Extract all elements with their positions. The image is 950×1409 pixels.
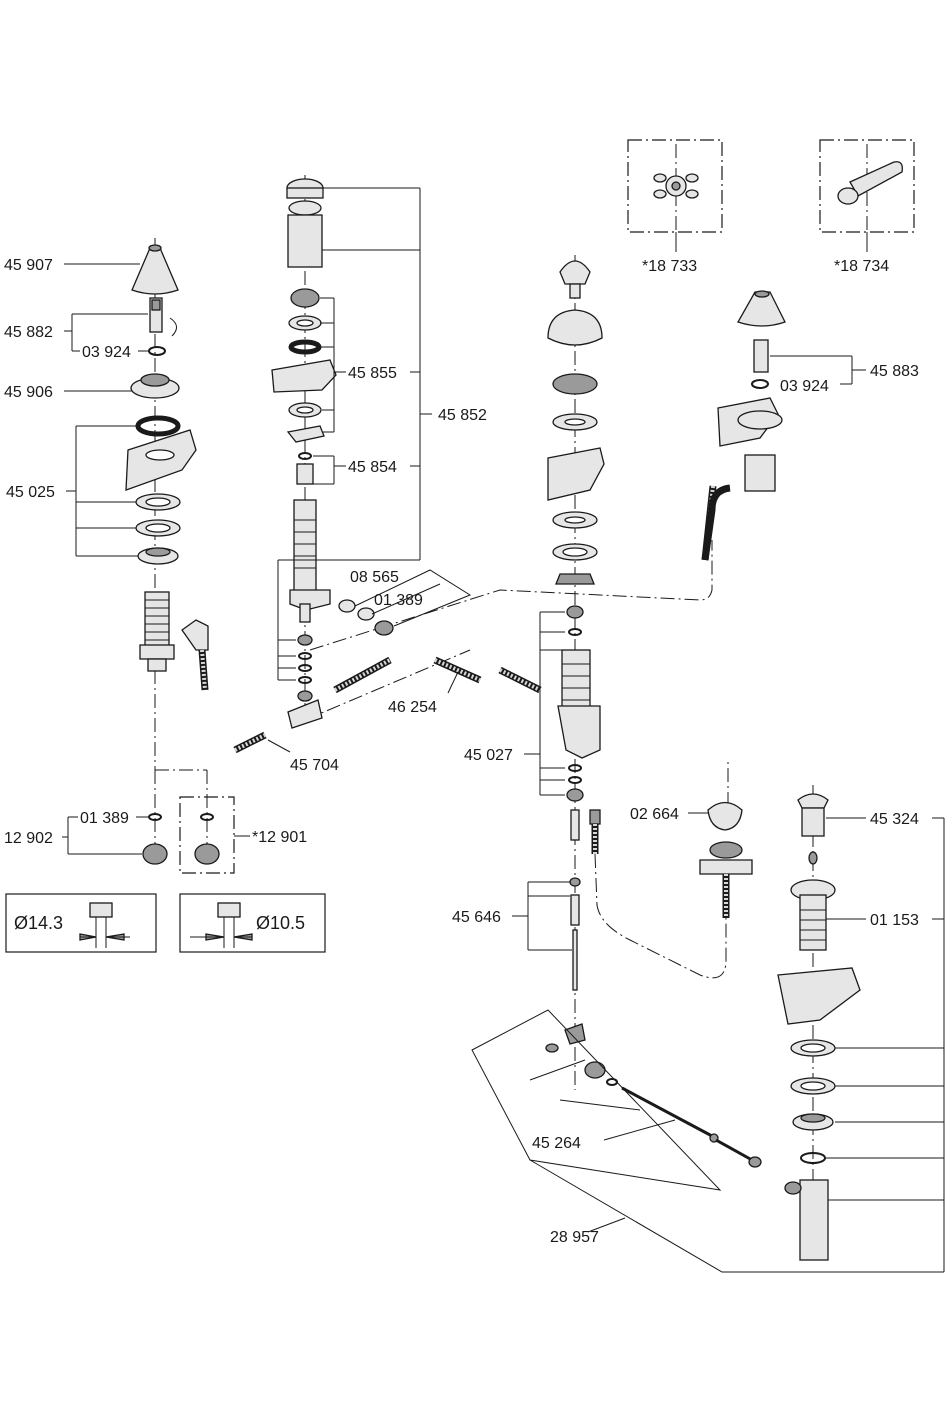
label-18734: *18 734: [834, 258, 889, 275]
cone-cap-part: [132, 248, 178, 294]
part-number-labels: 45 907 45 882 03 924 45 906 45 025 45 85…: [4, 257, 919, 1246]
lever-handle-icon: [838, 162, 902, 204]
label-45852: 45 852: [438, 407, 487, 424]
label-01153: 01 153: [870, 912, 919, 929]
mixer-assembly: [548, 261, 713, 990]
cross-handle-icon: [654, 174, 698, 198]
leader-lines: [62, 188, 944, 1272]
label-03924-left: 03 924: [82, 344, 131, 361]
handle-knob-part: [560, 261, 590, 284]
label-12902: 12 902: [4, 830, 53, 847]
label-45646: 45 646: [452, 909, 501, 926]
label-45025: 45 025: [6, 484, 55, 501]
label-02664: 02 664: [630, 806, 679, 823]
label-45264: 45 264: [532, 1135, 581, 1152]
dome-cover-part: [548, 310, 602, 345]
label-45324: 45 324: [870, 811, 919, 828]
connector-parts: [143, 797, 234, 873]
label-45907: 45 907: [4, 257, 53, 274]
label-45855: 45 855: [348, 365, 397, 382]
label-01389-mid: 01 389: [374, 592, 423, 609]
label-03924-right: 03 924: [780, 378, 829, 395]
left-valve-assembly: [126, 245, 208, 690]
handle-options: [628, 140, 914, 232]
label-08565: 08 565: [350, 569, 399, 586]
label-45704: 45 704: [290, 757, 339, 774]
sleeve-part: [288, 215, 322, 267]
tailpiece-part: [800, 1180, 828, 1260]
pop-up-plug-part: [798, 794, 828, 808]
label-12901: *12 901: [252, 829, 307, 846]
label-45882: 45 882: [4, 324, 53, 341]
right-valve-assembly: [705, 291, 785, 560]
threaded-body-part: [145, 592, 169, 652]
diverter-assembly: [595, 803, 752, 978]
label-45883: 45 883: [870, 363, 919, 380]
label-dia-14-3: Ø14.3: [14, 913, 63, 933]
label-45027: 45 027: [464, 747, 513, 764]
label-18733: *18 733: [642, 258, 697, 275]
label-01389-low: 01 389: [80, 810, 129, 827]
label-45854: 45 854: [348, 459, 397, 476]
drain-assembly: [778, 794, 860, 1260]
label-45906: 45 906: [4, 384, 53, 401]
spout-body-part: [294, 500, 316, 600]
label-dia-10-5: Ø10.5: [256, 913, 305, 933]
label-46254: 46 254: [388, 699, 437, 716]
label-28957: 28 957: [550, 1229, 599, 1246]
